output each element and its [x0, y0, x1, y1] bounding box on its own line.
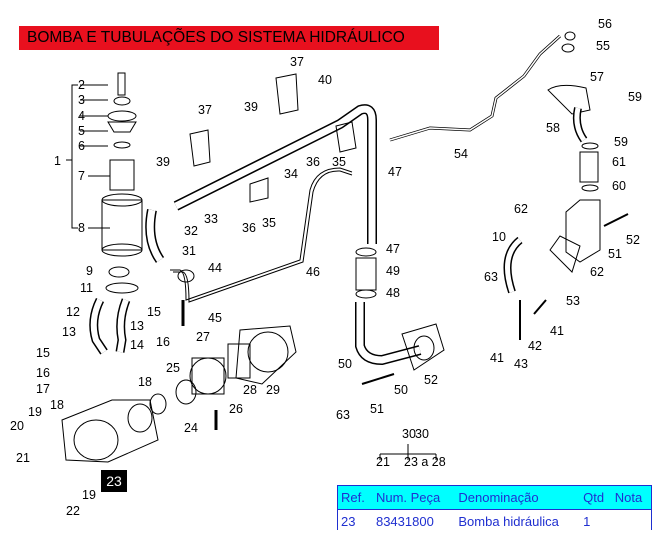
- callout-label: 15: [36, 346, 50, 360]
- cell-ref: 23: [338, 509, 373, 532]
- callout-label: 59: [628, 90, 642, 104]
- header-part-number: Num. Peça: [372, 486, 456, 510]
- callout-label: 2: [78, 78, 85, 92]
- callout-label: 61: [612, 155, 626, 169]
- callout-label: 6: [78, 139, 85, 153]
- cell-note: [611, 509, 651, 532]
- callout-label: 17: [36, 382, 50, 396]
- callout-label: 33: [204, 212, 218, 226]
- callout-label: 35: [262, 216, 276, 230]
- callout-label: 20: [10, 419, 24, 433]
- callout-label: 34: [284, 167, 298, 181]
- callout-label: 22: [66, 504, 80, 518]
- callout-label: 41: [490, 351, 504, 365]
- callout-label: 29: [266, 383, 280, 397]
- callout-label: 51: [608, 247, 622, 261]
- callout-label: 58: [546, 121, 560, 135]
- parts-table-header-row: Ref. Num. Peça Denominação Qtd Nota: [338, 486, 651, 510]
- callout-label: 36: [242, 221, 256, 235]
- callout-label: 18: [138, 375, 152, 389]
- callout-label: 12: [66, 305, 80, 319]
- callout-label: 21: [376, 455, 390, 469]
- callout-label: 54: [454, 147, 468, 161]
- callout-label: 52: [424, 373, 438, 387]
- callout-label: 30: [402, 427, 416, 441]
- callout-label: 44: [208, 261, 222, 275]
- callout-label: 42: [528, 339, 542, 353]
- callout-label: 41: [550, 324, 564, 338]
- header-quantity: Qtd: [580, 486, 612, 510]
- callout-label: 60: [612, 179, 626, 193]
- cell-part-number: 83431800: [372, 509, 456, 532]
- callout-label: 15: [147, 305, 161, 319]
- callout-label: 59: [614, 135, 628, 149]
- callout-label: 13: [62, 325, 76, 339]
- callout-label: 21: [16, 451, 30, 465]
- callout-label: 16: [36, 366, 50, 380]
- callout-label: 10: [492, 230, 506, 244]
- callout-label: 19: [82, 488, 96, 502]
- callout-label: 35: [332, 155, 346, 169]
- callout-label: 11: [80, 281, 93, 295]
- callout-label: 50: [338, 357, 352, 371]
- header-note: Nota: [611, 486, 651, 510]
- header-description: Denominação: [455, 486, 581, 510]
- callout-label: 31: [182, 244, 196, 258]
- callout-label: 40: [318, 73, 332, 87]
- highlighted-callout-23[interactable]: 23: [101, 470, 127, 492]
- callout-label: 55: [596, 39, 610, 53]
- callout-label: 63: [484, 270, 498, 284]
- callout-label: 48: [386, 286, 400, 300]
- cell-quantity: 1: [580, 509, 612, 532]
- callout-label: 63: [336, 408, 350, 422]
- callout-label: 18: [50, 398, 64, 412]
- callout-label: 23 a 28: [404, 455, 446, 469]
- callout-label: 49: [386, 264, 400, 278]
- diagram-title: BOMBA E TUBULAÇÕES DO SISTEMA HIDRÁULICO: [19, 26, 439, 50]
- callout-label: 7: [78, 169, 85, 183]
- callout-label: 28: [243, 383, 257, 397]
- callout-label: 9: [86, 264, 93, 278]
- header-ref: Ref.: [338, 486, 373, 510]
- callout-label: 36: [306, 155, 320, 169]
- callout-label: 4: [78, 109, 85, 123]
- callout-label: 14: [130, 338, 144, 352]
- callout-label: 39: [156, 155, 170, 169]
- callout-label: 47: [388, 165, 402, 179]
- callout-label: 25: [166, 361, 180, 375]
- callout-label: 5: [78, 124, 85, 138]
- callout-label: 57: [590, 70, 604, 84]
- callout-label: 24: [184, 421, 198, 435]
- callout-label: 16: [156, 335, 170, 349]
- callout-label: 8: [78, 221, 85, 235]
- callout-label: 47: [386, 242, 400, 256]
- callout-label: 46: [306, 265, 320, 279]
- callout-label: 26: [229, 402, 243, 416]
- callout-label: 50: [394, 383, 408, 397]
- callout-label: 37: [290, 55, 304, 69]
- callout-label: 39: [244, 100, 258, 114]
- callout-label: 53: [566, 294, 580, 308]
- cell-description: Bomba hidráulica: [455, 509, 581, 532]
- table-row[interactable]: 23 83431800 Bomba hidráulica 1: [338, 509, 651, 532]
- callout-label: 13: [130, 319, 144, 333]
- callout-label: 52: [626, 233, 640, 247]
- callout-label: 45: [208, 311, 222, 325]
- callout-label: 1: [54, 154, 61, 168]
- callout-label: 30: [415, 427, 429, 441]
- callout-label: 37: [198, 103, 212, 117]
- callout-label: 27: [196, 330, 210, 344]
- callout-label: 62: [514, 202, 528, 216]
- callout-label: 43: [514, 357, 528, 371]
- callout-label: 56: [598, 17, 612, 31]
- callout-label: 62: [590, 265, 604, 279]
- callout-label: 32: [184, 224, 198, 238]
- callout-label: 51: [370, 402, 384, 416]
- parts-table: Ref. Num. Peça Denominação Qtd Nota 23 8…: [338, 486, 651, 532]
- callout-label: 3: [78, 93, 85, 107]
- callout-label: 19: [28, 405, 42, 419]
